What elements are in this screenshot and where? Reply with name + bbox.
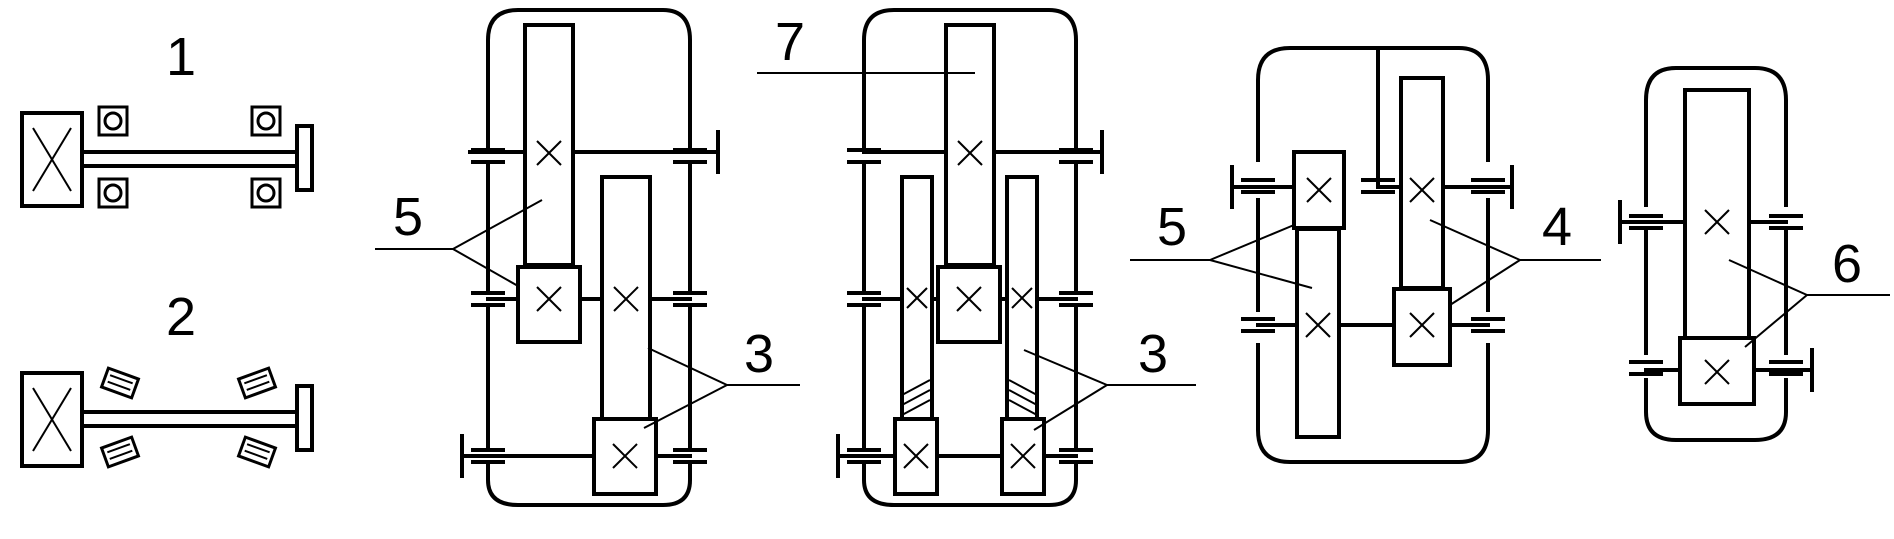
split-stage-gearbox-scheme bbox=[757, 8, 1196, 507]
label-2: 2 bbox=[166, 287, 196, 347]
label-7: 7 bbox=[775, 12, 805, 72]
two-stage-gearbox-scheme bbox=[375, 8, 800, 507]
coaxial-gearbox-scheme bbox=[1130, 46, 1601, 464]
label-3-left: 3 bbox=[744, 324, 774, 384]
label-1: 1 bbox=[166, 27, 196, 87]
ball-bearing-shaft-scheme bbox=[20, 105, 314, 209]
single-stage-gearbox-scheme bbox=[1618, 66, 1890, 442]
label-6: 6 bbox=[1832, 234, 1862, 294]
tapered-bearing-shaft-scheme bbox=[20, 366, 314, 469]
label-3-right: 3 bbox=[1138, 324, 1168, 384]
label-5-left: 5 bbox=[393, 187, 423, 247]
label-4: 4 bbox=[1542, 197, 1572, 257]
label-5-right: 5 bbox=[1157, 197, 1187, 257]
